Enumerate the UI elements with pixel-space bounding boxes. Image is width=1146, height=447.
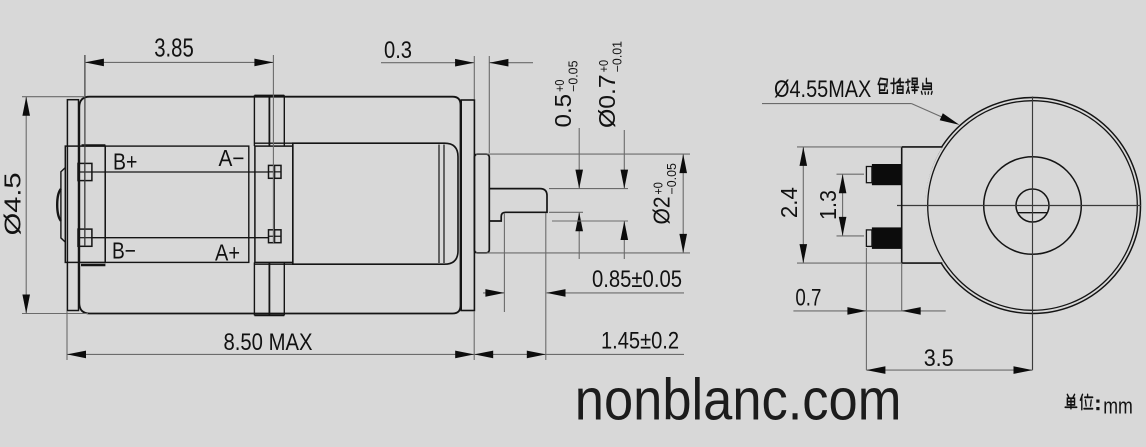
svg-text:0.7: 0.7 bbox=[795, 284, 821, 311]
svg-text:0.3: 0.3 bbox=[384, 37, 412, 64]
svg-text:0.5: 0.5 bbox=[550, 94, 576, 128]
svg-text:1.3: 1.3 bbox=[815, 190, 841, 220]
svg-text:1.45±0.2: 1.45±0.2 bbox=[601, 327, 679, 354]
svg-text:3.5: 3.5 bbox=[924, 345, 954, 372]
svg-text:2.4: 2.4 bbox=[776, 187, 802, 218]
svg-text:nonblanc.com: nonblanc.com bbox=[575, 368, 902, 433]
svg-text:Ø0.7: Ø0.7 bbox=[594, 74, 620, 128]
svg-text:mm: mm bbox=[1103, 394, 1133, 419]
svg-text:A−: A− bbox=[219, 145, 245, 171]
svg-text:+0: +0 bbox=[597, 60, 611, 72]
svg-text:Ø4.5: Ø4.5 bbox=[0, 172, 26, 235]
svg-text:A+: A+ bbox=[215, 240, 240, 266]
svg-text:3.85: 3.85 bbox=[154, 33, 194, 63]
svg-text:+0: +0 bbox=[553, 80, 567, 92]
svg-text:−0.05: −0.05 bbox=[566, 60, 580, 91]
svg-text:−0.01: −0.01 bbox=[611, 41, 625, 72]
svg-text:−0.05: −0.05 bbox=[665, 163, 679, 194]
svg-text:Ø4.55MAX: Ø4.55MAX bbox=[774, 76, 871, 103]
svg-text:Ø2: Ø2 bbox=[649, 197, 675, 225]
svg-text:B−: B− bbox=[112, 238, 136, 264]
svg-text:0.85±0.05: 0.85±0.05 bbox=[592, 266, 682, 293]
svg-text:8.50 MAX: 8.50 MAX bbox=[224, 329, 313, 356]
svg-text:B+: B+ bbox=[113, 149, 137, 175]
svg-text:+0: +0 bbox=[652, 182, 666, 194]
